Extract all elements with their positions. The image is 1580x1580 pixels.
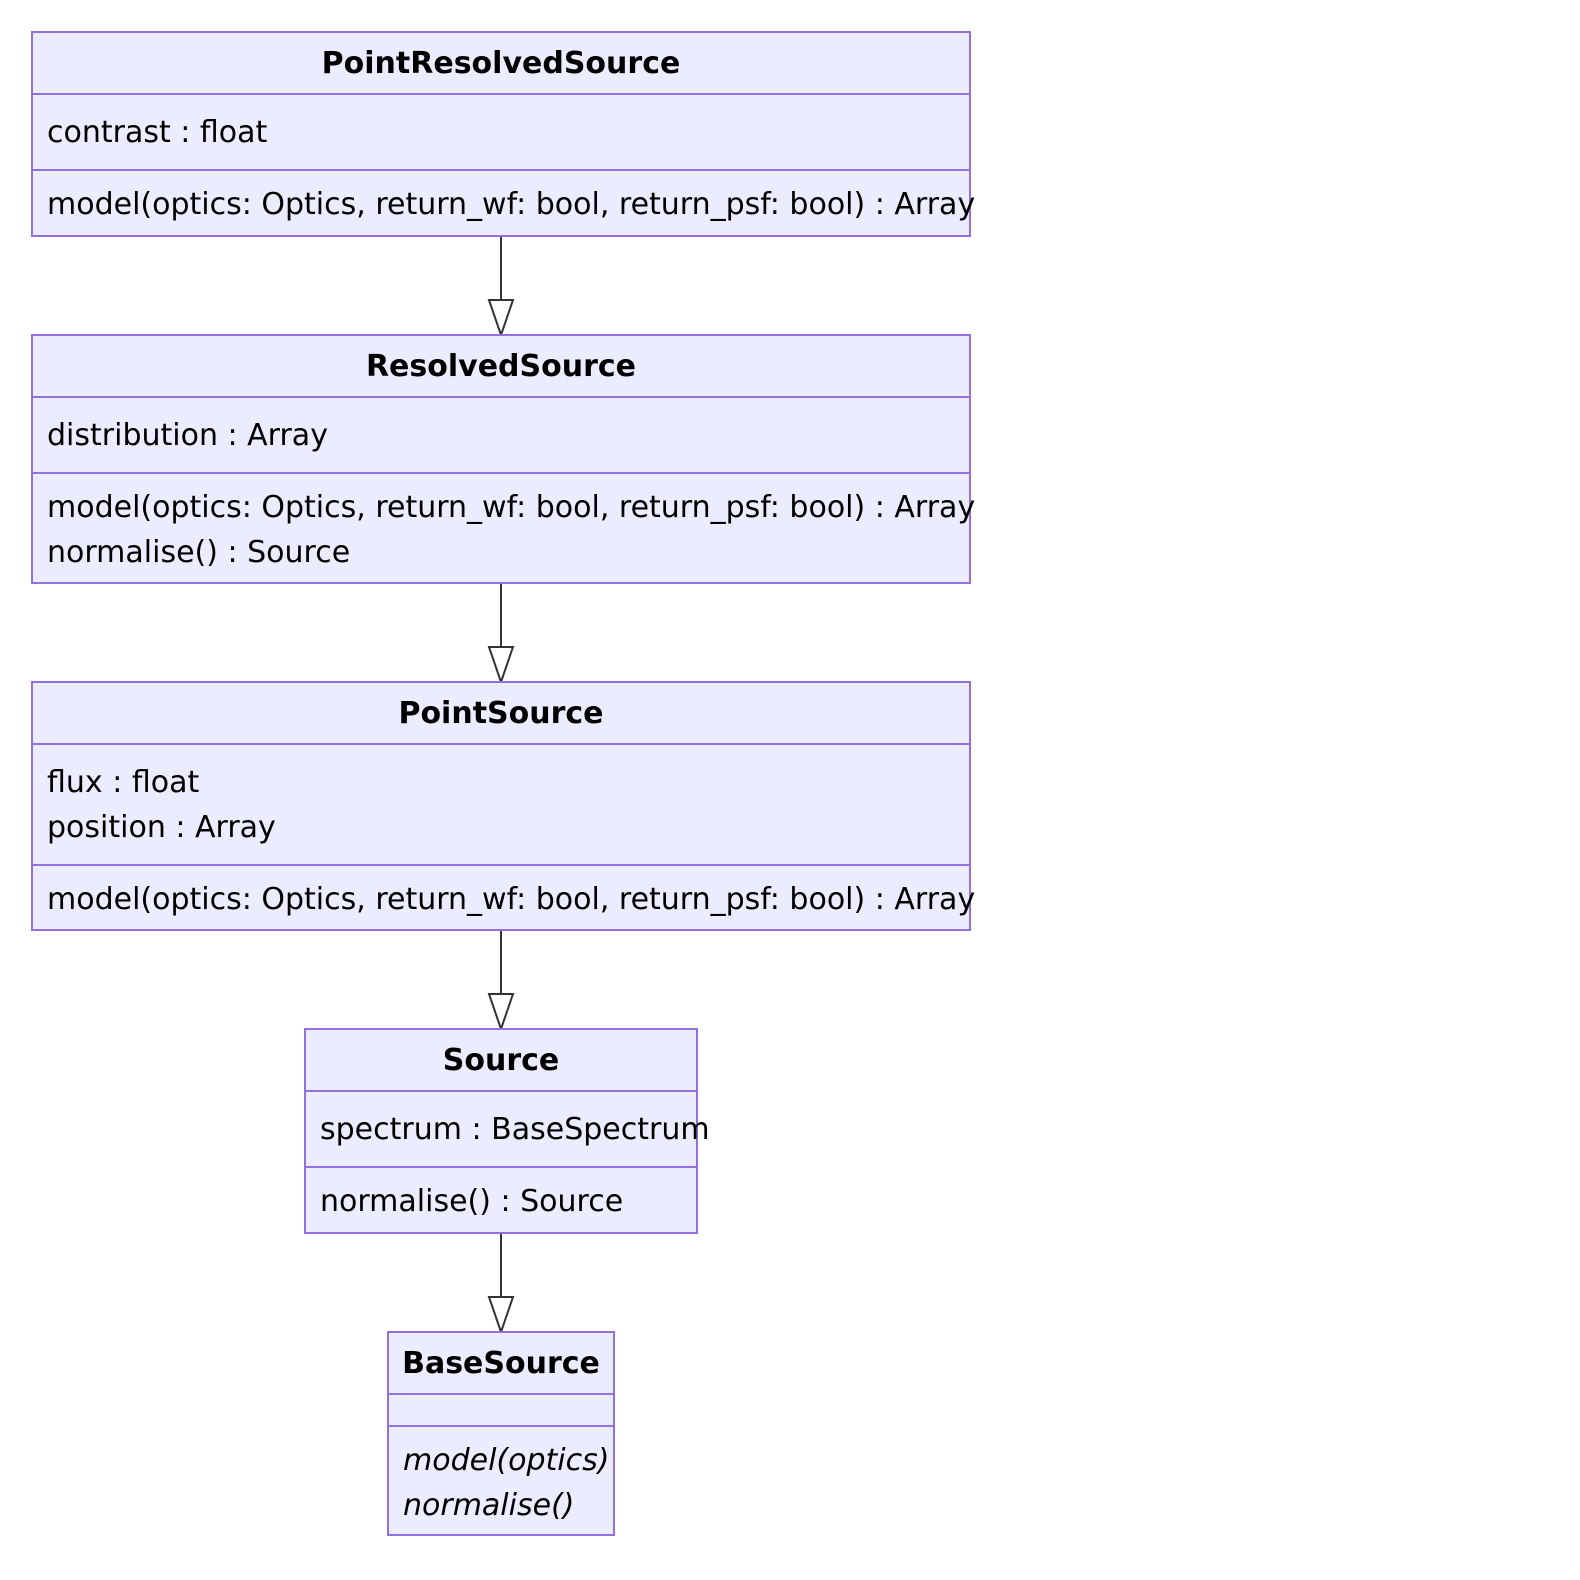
class-name: BaseSource [402, 1346, 600, 1381]
class-base-source[interactable]: BaseSource model(optics) normalise() [387, 1331, 615, 1536]
inheritance-arrowhead [487, 1296, 515, 1336]
methods-section: model(optics: Optics, return_wf: bool, r… [33, 169, 976, 227]
class-resolved-source[interactable]: ResolvedSource distribution : Array mode… [31, 334, 976, 584]
method: normalise() : Source [47, 535, 351, 570]
method: normalise() : Source [320, 1184, 624, 1219]
class-name: PointResolvedSource [321, 46, 681, 81]
methods-section: model(optics: Optics, return_wf: bool, r… [33, 472, 976, 575]
class-point-resolved-source[interactable]: PointResolvedSource contrast : float mod… [31, 31, 976, 237]
attribute: distribution : Array [47, 418, 328, 453]
attributes-section: flux : float position : Array [33, 743, 969, 864]
attribute: spectrum : BaseSpectrum [320, 1112, 710, 1147]
method: model(optics: Optics, return_wf: bool, r… [47, 490, 976, 525]
attribute: contrast : float [47, 115, 268, 150]
inheritance-arrowhead [487, 993, 515, 1033]
class-name: PointSource [398, 696, 604, 731]
class-source[interactable]: Source spectrum : BaseSpectrum normalise… [304, 1028, 710, 1234]
method: model(optics: Optics, return_wf: bool, r… [47, 882, 976, 917]
class-point-source[interactable]: PointSource flux : float position : Arra… [31, 681, 976, 931]
abstract-method: model(optics) [403, 1443, 610, 1478]
class-name: ResolvedSource [365, 349, 637, 384]
abstract-method: normalise() [403, 1488, 575, 1523]
attribute: position : Array [47, 810, 276, 845]
attributes-section: contrast : float [33, 93, 969, 169]
attributes-section: spectrum : BaseSpectrum [306, 1090, 710, 1166]
methods-section: normalise() : Source [306, 1166, 696, 1224]
method: model(optics: Optics, return_wf: bool, r… [47, 187, 976, 222]
inheritance-arrowhead [487, 299, 515, 339]
inheritance-arrowhead [487, 646, 515, 686]
methods-section: model(optics) normalise() [389, 1425, 613, 1528]
attribute: flux : float [47, 765, 200, 800]
attributes-section: distribution : Array [33, 396, 969, 472]
attributes-section [389, 1393, 613, 1425]
class-name: Source [442, 1043, 560, 1078]
methods-section: model(optics: Optics, return_wf: bool, r… [33, 864, 976, 922]
